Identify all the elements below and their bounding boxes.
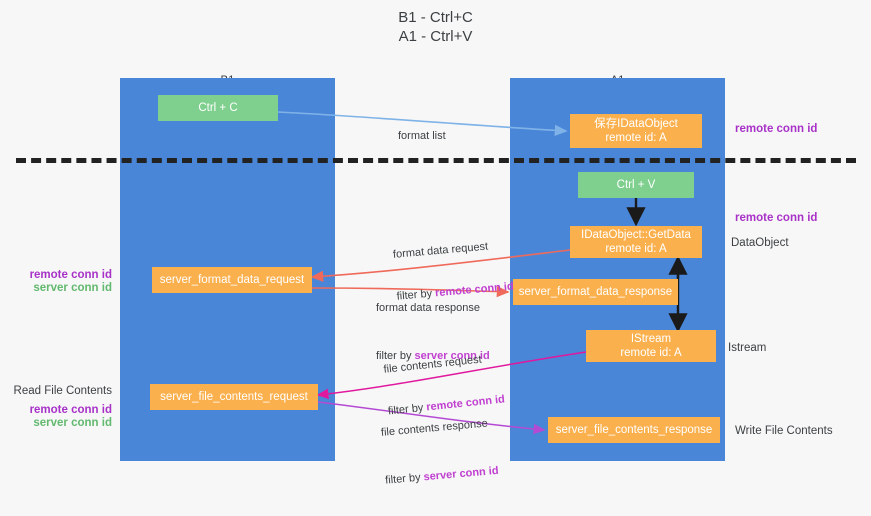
node-server-format-data-response-label: server_format_data_response — [518, 286, 673, 298]
label-istream: Istream — [728, 342, 767, 354]
caption-file-contents-response-filter-value: server conn id — [423, 464, 500, 484]
label-left-server-conn-id-mid: server conn id — [33, 282, 112, 294]
label-write-file-contents: Write File Contents — [735, 425, 833, 437]
node-ctrl-v[interactable]: Ctrl + V — [578, 172, 694, 198]
node-idataobject-getdata[interactable]: IDataObject::GetData remote id: A — [570, 226, 702, 258]
caption-file-contents-response-filter: filter by server conn id — [385, 464, 500, 488]
label-remote-conn-id-mid: remote conn id — [735, 212, 818, 224]
node-idataobject-getdata-title: IDataObject::GetData — [581, 229, 691, 241]
node-save-idataobject-subtitle: remote id: A — [605, 132, 667, 144]
label-remote-conn-id-top: remote conn id — [735, 123, 818, 135]
node-server-file-contents-request[interactable]: server_file_contents_request — [150, 384, 318, 410]
caption-format-data-response-filter-prefix: filter by — [376, 350, 415, 362]
caption-file-contents-response-filter-prefix: filter by — [384, 471, 425, 487]
page-title: B1 - Ctrl+C A1 - Ctrl+V — [398, 9, 473, 45]
node-server-file-contents-response-label: server_file_contents_response — [555, 424, 713, 436]
node-server-file-contents-request-label: server_file_contents_request — [160, 391, 308, 403]
label-dataobject: DataObject — [731, 237, 789, 249]
node-save-idataobject-title: 保存IDataObject — [594, 118, 678, 130]
node-ctrl-v-label: Ctrl + V — [616, 179, 656, 191]
caption-format-data-response-filter: filter by server conn id — [376, 349, 490, 363]
node-server-format-data-request[interactable]: server_format_data_request — [152, 267, 312, 293]
caption-format-data-response: format data response filter by server co… — [376, 273, 490, 391]
node-server-format-data-request-label: server_format_data_request — [159, 274, 305, 286]
caption-format-list-line1: format list — [398, 130, 446, 142]
node-istream-title: IStream — [630, 333, 672, 345]
node-istream-subtitle: remote id: A — [620, 347, 682, 359]
node-idataobject-getdata-subtitle: remote id: A — [605, 243, 667, 255]
caption-format-data-response-line1: format data response — [376, 302, 480, 314]
node-server-format-data-response[interactable]: server_format_data_response — [513, 279, 678, 305]
caption-format-data-request-line1: format data request — [392, 240, 489, 261]
node-ctrl-c[interactable]: Ctrl + C — [158, 95, 278, 121]
label-left-remote-conn-id-mid: remote conn id — [29, 269, 112, 281]
caption-file-contents-response: file contents response filter by server … — [378, 388, 502, 515]
caption-format-list: format list — [398, 101, 446, 171]
node-server-file-contents-response[interactable]: server_file_contents_response — [548, 417, 720, 443]
diagram-canvas: B1 - Ctrl+C A1 - Ctrl+V B1 connection A1… — [13, 9, 856, 487]
caption-format-data-response-filter-value: server conn id — [414, 350, 490, 362]
caption-file-contents-request-line1: file contents request — [383, 353, 483, 376]
node-istream[interactable]: IStream remote id: A — [586, 330, 716, 362]
caption-file-contents-response-line1: file contents response — [380, 417, 489, 439]
label-left-remote-conn-id-bot: remote conn id — [29, 404, 112, 416]
node-ctrl-c-label: Ctrl + C — [198, 102, 238, 114]
phase-divider — [16, 158, 856, 163]
label-left-server-conn-id-bot: server conn id — [33, 417, 112, 429]
label-read-file-contents: Read File Contents — [13, 385, 112, 397]
node-save-idataobject[interactable]: 保存IDataObject remote id: A — [570, 114, 702, 148]
